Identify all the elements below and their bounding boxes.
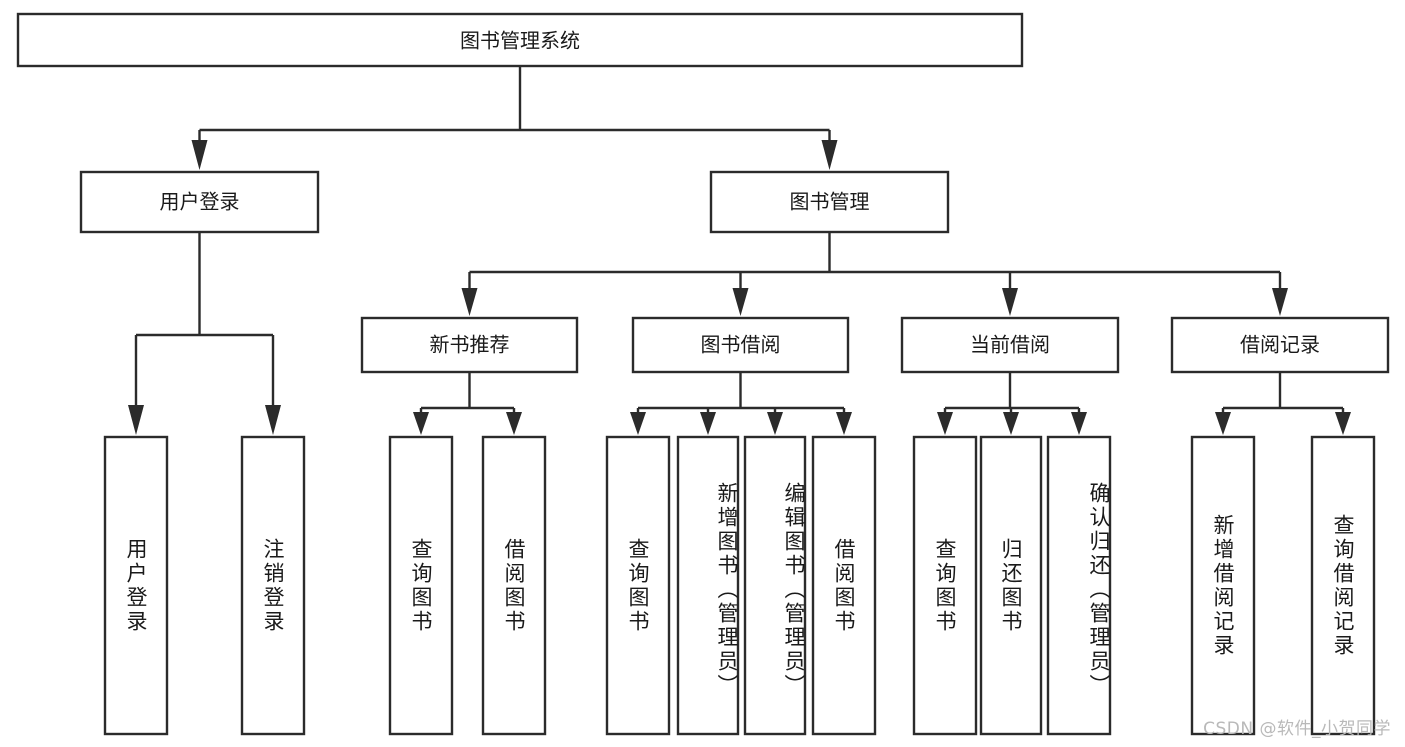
leaf-box-borrow-book-rec[interactable]	[481, 435, 547, 736]
csdn-watermark: CSDN @软件_小贺同学	[1203, 719, 1391, 739]
leaf-box-query-book-rec[interactable]	[388, 435, 454, 736]
arrow-head-to-borrow-record	[1272, 288, 1288, 316]
arrow-head-to-current-borrow	[1002, 288, 1018, 316]
leaf-box-query-borrow-record[interactable]	[1310, 435, 1376, 736]
leaf-box-confirm-return-admin[interactable]	[1046, 435, 1112, 736]
connector-book-borrow-to-leaves	[630, 372, 852, 435]
node-box-user-login[interactable]	[79, 170, 320, 234]
arrow-head-to-borrow-book	[836, 412, 852, 435]
leaf-box-edit-book-admin[interactable]	[743, 435, 807, 736]
arrow-head-to-query-book-borrow	[630, 412, 646, 435]
arrow-head-to-query-borrow-record	[1335, 412, 1351, 435]
leaf-box-add-book-admin[interactable]	[676, 435, 740, 736]
connector-borrow-record-to-leaves	[1215, 372, 1351, 435]
node-label-user-login: 用户登录	[160, 190, 240, 214]
arrow-head-to-query-book-rec	[413, 412, 429, 435]
node-label-book-borrow: 图书借阅	[701, 333, 781, 357]
node-label-book-management: 图书管理	[790, 190, 870, 214]
connector-book-management-to-level3	[461, 232, 1288, 316]
arrow-head-to-book-borrow	[732, 288, 749, 316]
arrow-head-to-borrow-book-rec	[506, 412, 522, 435]
arrow-head-to-add-book-admin	[700, 412, 716, 435]
node-label-root: 图书管理系统	[460, 29, 580, 53]
arrow-head-to-book-management	[821, 140, 838, 170]
arrow-head-to-user-login-leaf	[128, 405, 144, 435]
arrow-head-to-user-login	[191, 140, 208, 170]
arrow-head-to-logout-leaf	[265, 405, 281, 435]
connector-user-login-to-leaves	[128, 232, 281, 435]
arrow-head-to-edit-book-admin	[767, 412, 783, 435]
arrow-head-to-return-book	[1003, 412, 1019, 435]
node-label-borrow-record: 借阅记录	[1240, 333, 1320, 357]
node-box-new-book-recommend[interactable]	[360, 316, 579, 374]
node-label-current-borrow: 当前借阅	[970, 333, 1050, 357]
connector-current-borrow-to-leaves	[937, 372, 1087, 435]
leaf-box-return-book[interactable]	[979, 435, 1043, 736]
connector-new-book-recommend-to-leaves	[413, 372, 522, 435]
leaf-box-borrow-book[interactable]	[811, 435, 877, 736]
node-box-root[interactable]	[16, 12, 1024, 68]
arrow-head-to-confirm-return-admin	[1071, 412, 1087, 435]
leaf-box-logout[interactable]	[240, 435, 306, 736]
node-label-new-book-recommend: 新书推荐	[430, 333, 510, 357]
leaf-box-query-book-borrow[interactable]	[605, 435, 671, 736]
arrow-head-to-query-book-current	[937, 412, 953, 435]
arrow-head-to-new-book-recommend	[461, 288, 478, 316]
leaf-box-user-login[interactable]	[103, 435, 169, 736]
leaf-box-query-book-current[interactable]	[912, 435, 978, 736]
arrow-head-to-add-borrow-record	[1215, 412, 1231, 435]
node-box-current-borrow[interactable]	[900, 316, 1120, 374]
leaf-box-add-borrow-record[interactable]	[1190, 435, 1256, 736]
connector-root-to-level2	[191, 66, 838, 170]
